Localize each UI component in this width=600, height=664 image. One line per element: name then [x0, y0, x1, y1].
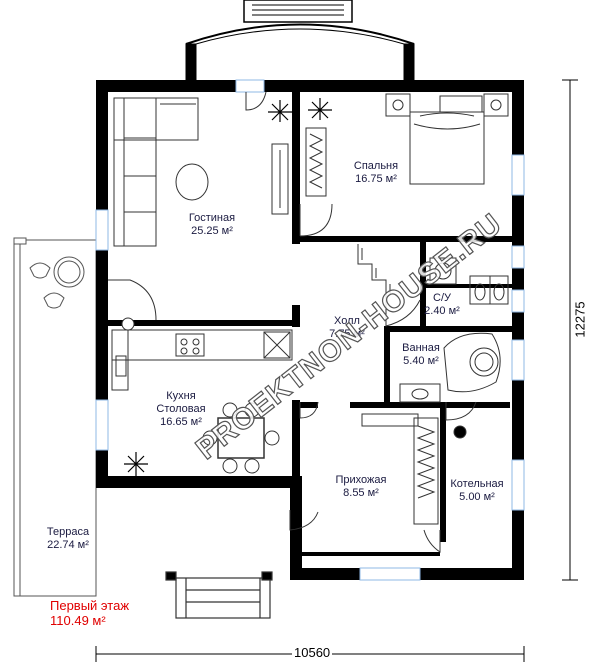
room-name: Гостиная [188, 212, 236, 224]
room-name: Котельная [450, 478, 504, 490]
room-area: 2.40 м² [424, 305, 460, 317]
room-living: Гостиная 25.25 м² [180, 212, 244, 238]
room-area: 8.55 м² [343, 487, 379, 499]
living-furniture [113, 97, 289, 247]
room-entrance: Прихожая 8.55 м² [328, 474, 394, 500]
room-name: Прихожая [335, 474, 387, 486]
room-bathroom: Ванная 5.40 м² [396, 342, 446, 368]
room-area: 25.25 м² [191, 225, 233, 237]
room-kitchen: Кухня Столовая 16.65 м² [148, 390, 214, 429]
room-name: Терраса [46, 526, 90, 538]
floor-summary: Первый этаж 110.49 м² [50, 598, 129, 628]
porch-steps [165, 571, 273, 619]
room-name: Ванная [402, 342, 440, 354]
room-area: 22.74 м² [47, 539, 89, 551]
dimension-width: 10560 [292, 645, 333, 660]
room-area: 5.00 м² [459, 491, 495, 503]
room-name: Холл [334, 315, 360, 327]
room-bedroom: Спальня 16.75 м² [344, 160, 408, 186]
windows [95, 79, 525, 581]
bath-fixtures [399, 257, 509, 403]
room-name: Спальня [353, 160, 399, 172]
plant-icon [124, 98, 332, 476]
room-terrace: Терраса 22.74 м² [38, 526, 98, 552]
room-name: С/У [433, 292, 451, 304]
floor-area: 110.49 м² [50, 613, 106, 628]
room-boiler: Котельная 5.00 м² [444, 478, 510, 504]
terrace-area [13, 237, 97, 597]
room-area: 16.75 м² [355, 173, 397, 185]
room-area: 16.65 м² [160, 416, 202, 428]
interior-walls [108, 92, 512, 556]
doors [108, 91, 477, 553]
room-area: 5.40 м² [403, 355, 439, 367]
entrance-furniture [361, 413, 467, 525]
room-name-2: Столовая [156, 403, 206, 415]
exterior-walls [96, 80, 524, 580]
room-area: 7.75 м² [329, 328, 365, 340]
room-wc: С/У 2.40 м² [416, 292, 468, 318]
floor-title: Первый этаж [50, 598, 130, 613]
bedroom-furniture [305, 93, 509, 197]
kitchen-furniture [111, 317, 293, 474]
bay-window [185, 0, 415, 83]
dimension-height: 12275 [572, 299, 588, 340]
room-hall: Холл 7.75 м² [318, 315, 376, 341]
stairs [357, 244, 391, 296]
room-name: Кухня [166, 390, 196, 402]
